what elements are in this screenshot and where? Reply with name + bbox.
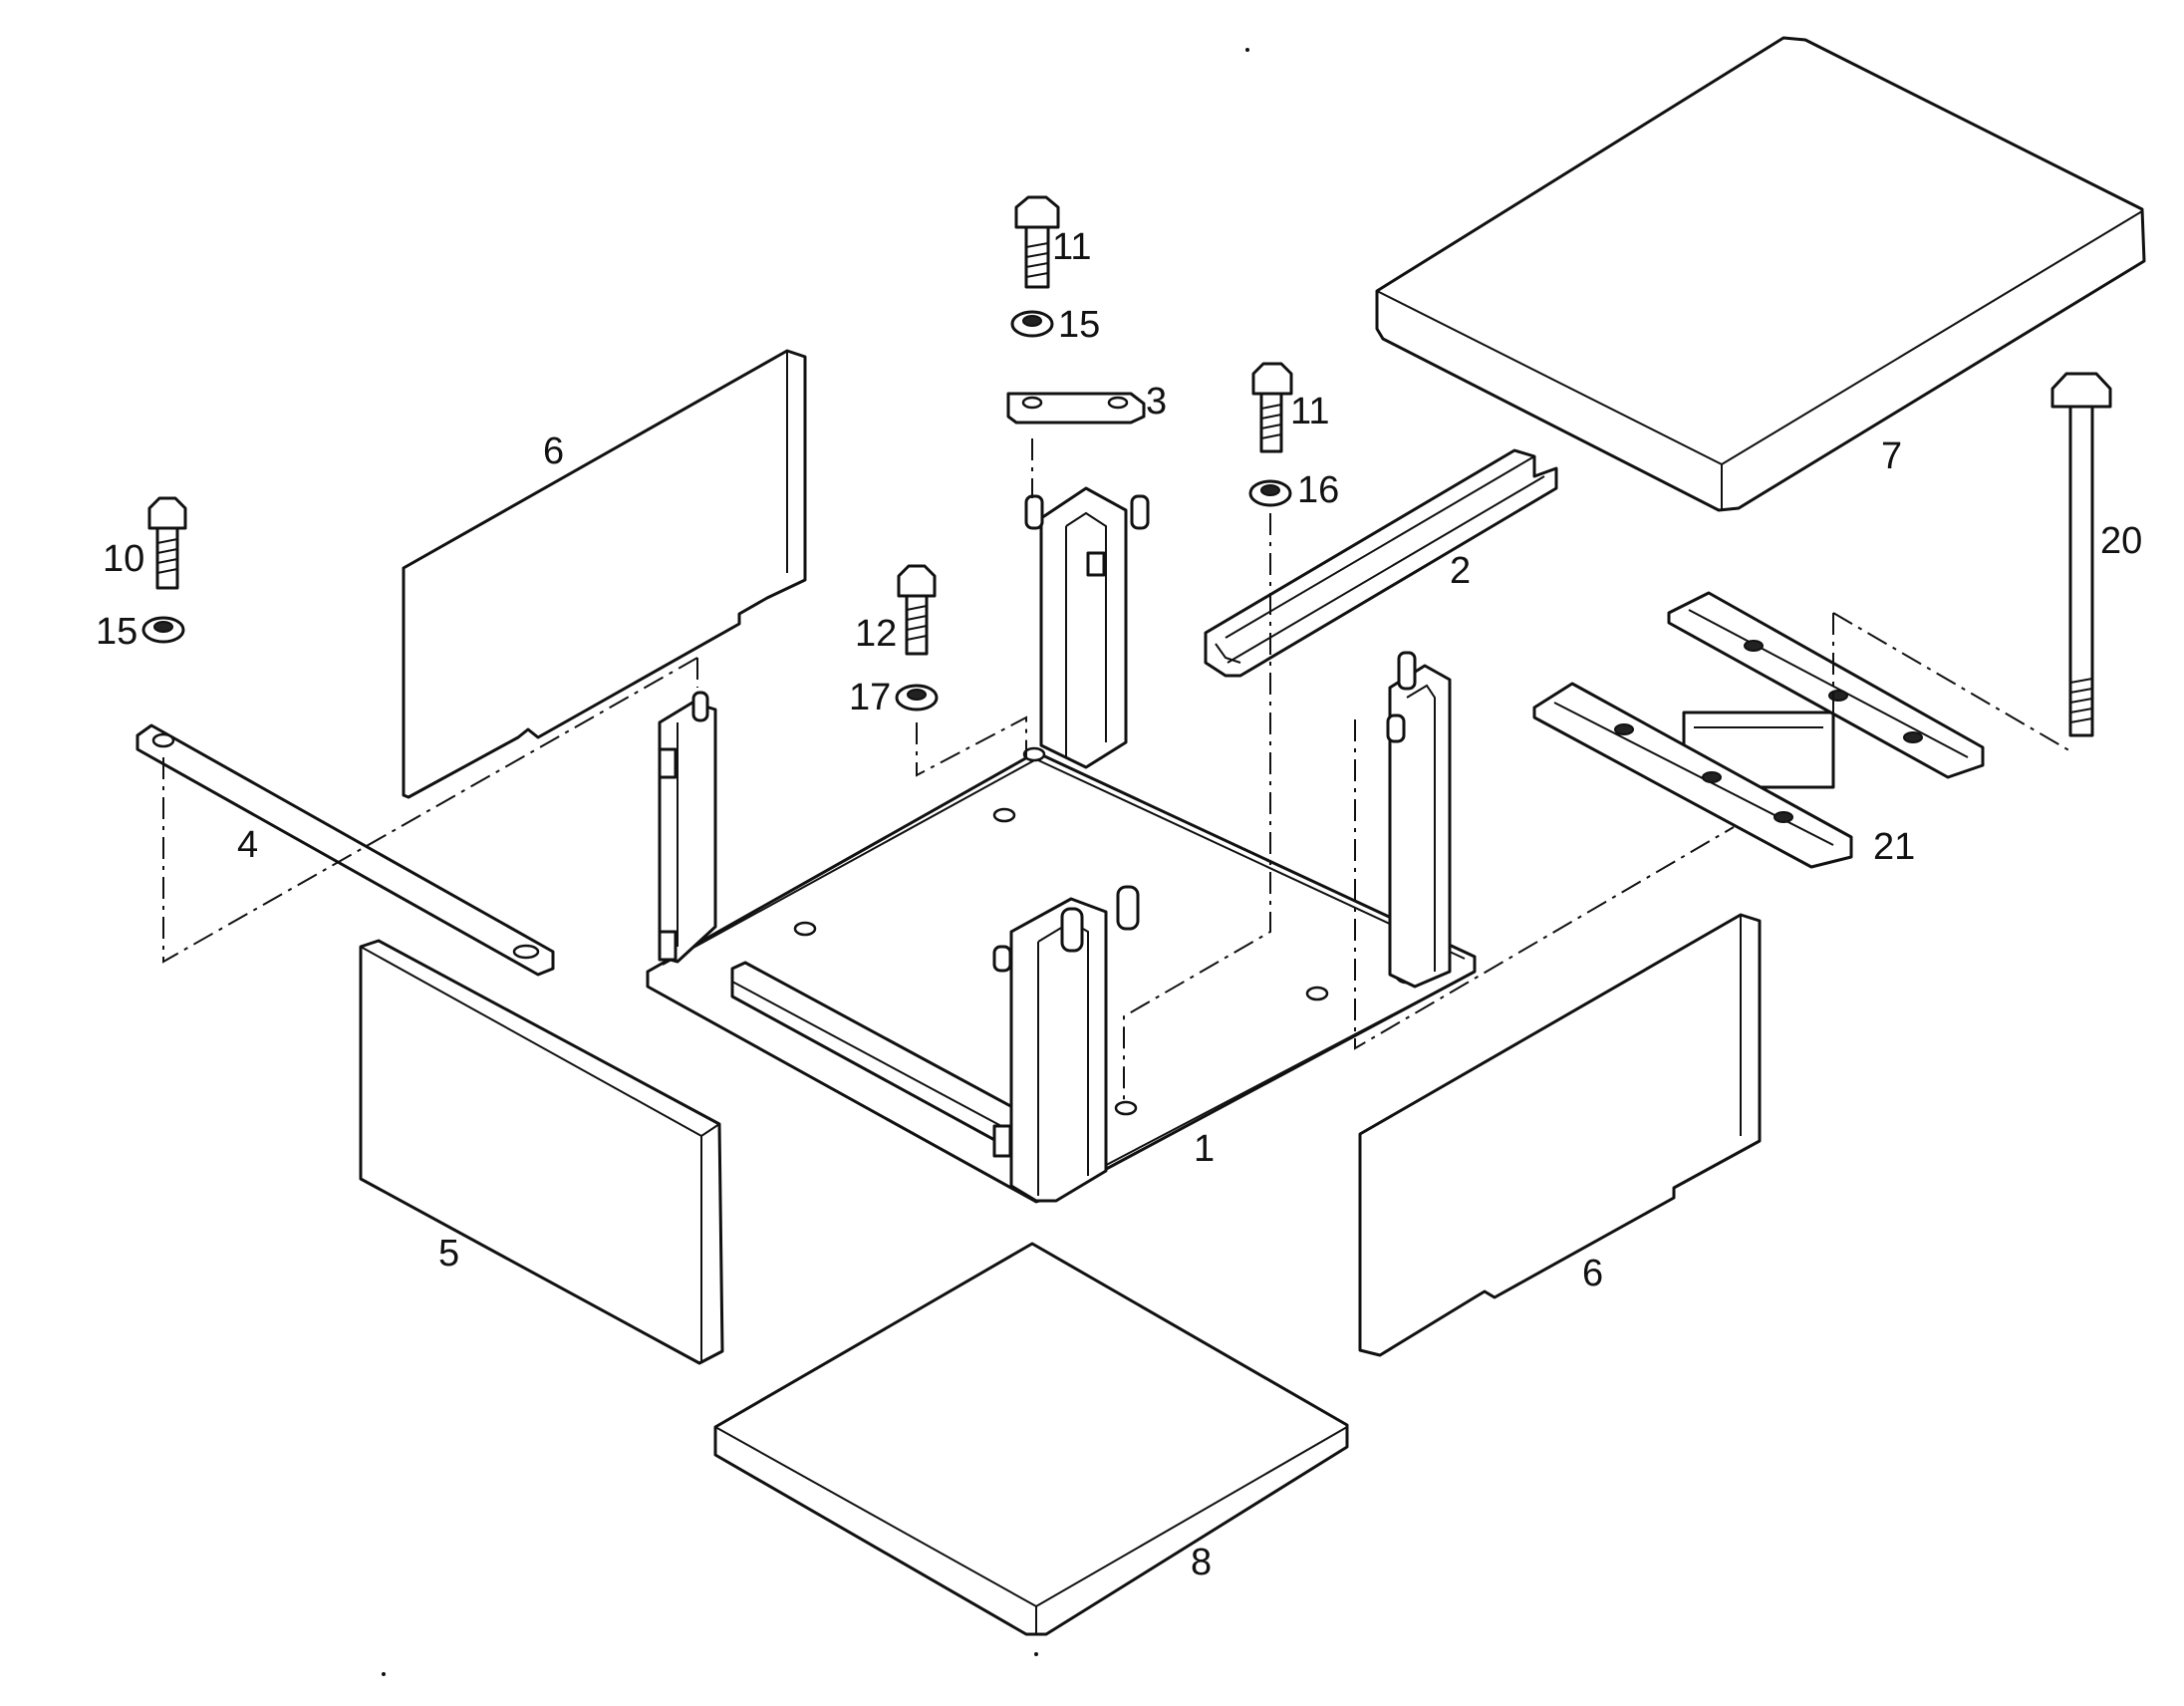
- washer-16: [1248, 479, 1292, 507]
- washer-15-top: [1010, 310, 1054, 338]
- callout-1: 1: [1194, 1128, 1215, 1170]
- bolt-11-top: [1014, 195, 1060, 289]
- assembly-centerlines: [162, 438, 2073, 1101]
- speck-bottom-left: [382, 1672, 386, 1676]
- part-4-strap: [136, 723, 555, 977]
- bolt-10: [147, 496, 187, 590]
- callout-7: 7: [1881, 435, 1902, 477]
- callout-5: 5: [438, 1233, 459, 1275]
- part-5-front-panel: [359, 939, 724, 1365]
- callout-11-right: 11: [1290, 391, 1329, 432]
- callout-labels: 1 2 3 4 5 6 6 7 8 10 11 11 12 15 15 16 1…: [96, 226, 2142, 1583]
- part-1-base-frame: [646, 486, 1477, 1204]
- callout-16: 16: [1297, 469, 1339, 511]
- callout-8: 8: [1191, 1542, 1212, 1583]
- part-6-side-panel-left: [402, 349, 807, 799]
- callout-21: 21: [1873, 826, 1915, 868]
- part-7-top-panel: [1375, 36, 2146, 512]
- callout-3: 3: [1146, 381, 1167, 423]
- callout-4: 4: [237, 824, 258, 866]
- washer-17: [895, 684, 939, 711]
- speck-top: [1245, 48, 1249, 52]
- part-3-plate: [1006, 392, 1146, 425]
- callout-10: 10: [103, 538, 144, 580]
- callout-6-upper: 6: [543, 430, 564, 472]
- callout-11-top: 11: [1052, 226, 1091, 268]
- washer-15-left: [141, 616, 185, 644]
- callout-12: 12: [855, 613, 897, 655]
- part-21-rail-assembly: [1532, 591, 1985, 869]
- bolt-11-right: [1251, 362, 1293, 453]
- callout-17: 17: [849, 677, 891, 718]
- bolt-12: [897, 564, 937, 656]
- part-6-side-panel-right: [1358, 913, 1762, 1357]
- part-8-bottom-panel: [713, 1242, 1349, 1636]
- part-2-channel: [1204, 448, 1558, 678]
- speck-bottom: [1034, 1652, 1038, 1656]
- callout-2: 2: [1450, 550, 1471, 592]
- callout-6-lower: 6: [1582, 1253, 1603, 1294]
- bolt-20: [2050, 372, 2112, 737]
- callout-20: 20: [2100, 520, 2142, 562]
- callout-15-left: 15: [96, 611, 137, 653]
- callout-15-top: 15: [1058, 304, 1100, 346]
